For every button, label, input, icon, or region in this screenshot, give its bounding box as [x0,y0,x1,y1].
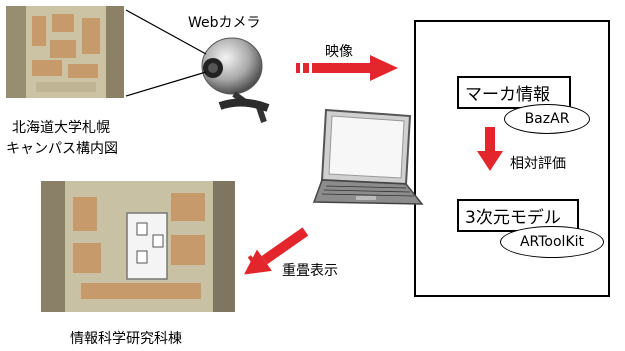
relative-eval-label: 相対評価 [510,156,566,172]
video-arrow [296,55,398,81]
bazar-ellipse: BazAR [504,104,590,134]
map-caption-line2: キャンパス構内図 [6,141,118,157]
overlay-label: 重畳表示 [282,263,338,279]
camera-view-lines [125,9,207,97]
result-caption: 情報科学研究科棟 [70,331,182,347]
web-camera-icon [201,37,270,123]
campus-map-illustration [6,6,124,98]
laptop-icon [312,108,424,205]
artoolkit-ellipse: ARToolKit [500,226,604,258]
map-caption-line1: 北海道大学札幌 [12,120,110,136]
camera-label: Webカメラ [188,15,261,31]
video-label: 映像 [325,44,353,60]
ar-result-illustration [41,181,235,312]
overlay-arrow [244,227,309,275]
relative-eval-arrow [477,127,503,171]
ar-result-photo [41,181,235,312]
campus-map-photo [6,6,124,98]
